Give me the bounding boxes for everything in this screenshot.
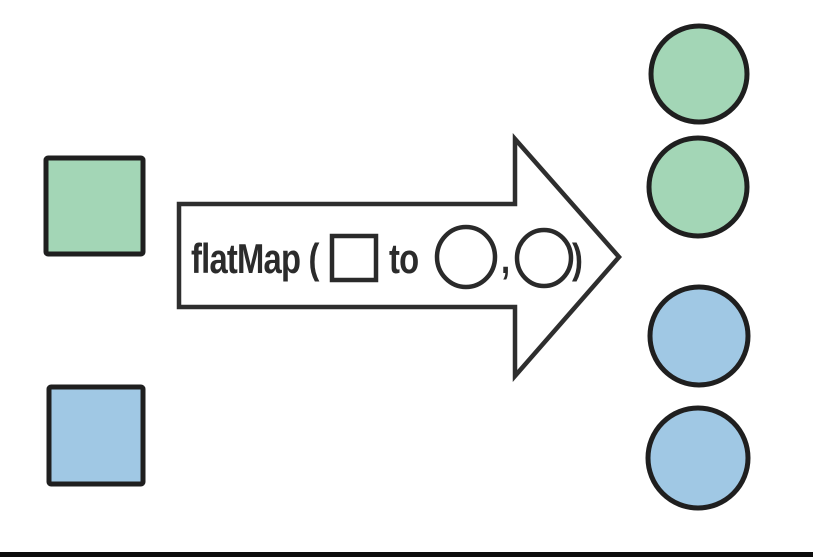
- output-circle-green-1: [648, 23, 750, 125]
- bottom-border-line: [0, 552, 813, 557]
- output-circle-blue-2: [645, 405, 751, 511]
- arrow-label-prefix: flatMap (: [191, 235, 319, 282]
- output-circle-blue-1: [647, 284, 751, 388]
- input-square-green: [43, 155, 146, 257]
- square-outline-icon: [329, 233, 379, 283]
- arrow-label-to: to: [389, 235, 419, 282]
- arrow-label-close-paren: ): [572, 235, 583, 282]
- circle-outline-icon: [514, 227, 574, 289]
- flatmap-arrow: [176, 133, 622, 382]
- circle-outline-icon: [434, 224, 498, 290]
- input-square-blue: [46, 384, 146, 487]
- arrow-label-comma: ,: [501, 235, 510, 282]
- output-circle-green-2: [646, 135, 750, 239]
